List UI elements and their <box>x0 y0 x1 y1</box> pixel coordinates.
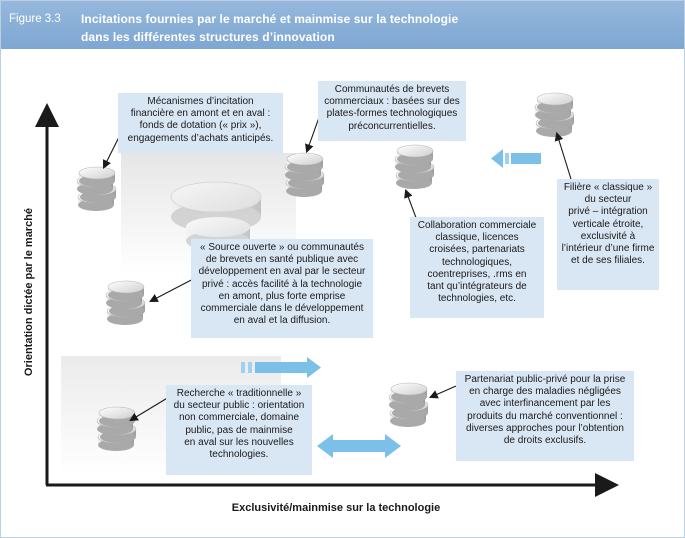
pill-stack-icon <box>106 281 145 325</box>
arrow-right-icon <box>241 357 321 378</box>
pill-stack-icon <box>395 145 434 189</box>
callout-line <box>149 276 198 303</box>
box-collaboration: Collaboration commerciale classique, lic… <box>410 217 544 318</box>
box-source-ouverte: « Source ouverte » ou communautés de bre… <box>191 239 373 338</box>
callout-line <box>428 385 457 399</box>
double-arrow-icon <box>317 434 401 458</box>
pill-stack-icon <box>285 153 324 197</box>
box-communautes: Communautés de brevets commerciaux : bas… <box>318 81 466 141</box>
arrow-left-icon <box>491 149 541 168</box>
callout-line <box>129 396 170 422</box>
pill-stack-icon <box>389 383 428 427</box>
y-axis-label: Orientation dictée par le marché <box>23 207 35 377</box>
box-filiere: Filière « classique » du secteur privé –… <box>557 179 659 290</box>
pill-stack-icon <box>535 93 574 137</box>
figure-title: Incitations fournies par le marché et ma… <box>81 10 458 46</box>
pill-stack-icon <box>77 167 116 211</box>
x-axis-label: Exclusivité/mainmise sur la technologie <box>231 502 441 514</box>
box-recherche: Recherche « traditionnelle » du secteur … <box>166 385 312 475</box>
figure-number: Figure 3.3 <box>9 13 61 25</box>
box-mecanismes: Mécanismes d’incitation financière en am… <box>118 93 283 153</box>
figure-title-line-1: Incitations fournies par le marché et ma… <box>81 12 459 26</box>
pill-stack-icon <box>97 407 136 451</box>
figure-header: Figure 3.3 Incitations fournies par le m… <box>1 1 684 49</box>
callout-line <box>554 131 572 180</box>
box-partenariat: Partenariat public-privé pour la prise e… <box>456 371 634 461</box>
figure-title-line-2: dans les différentes structures d’innova… <box>81 30 335 44</box>
